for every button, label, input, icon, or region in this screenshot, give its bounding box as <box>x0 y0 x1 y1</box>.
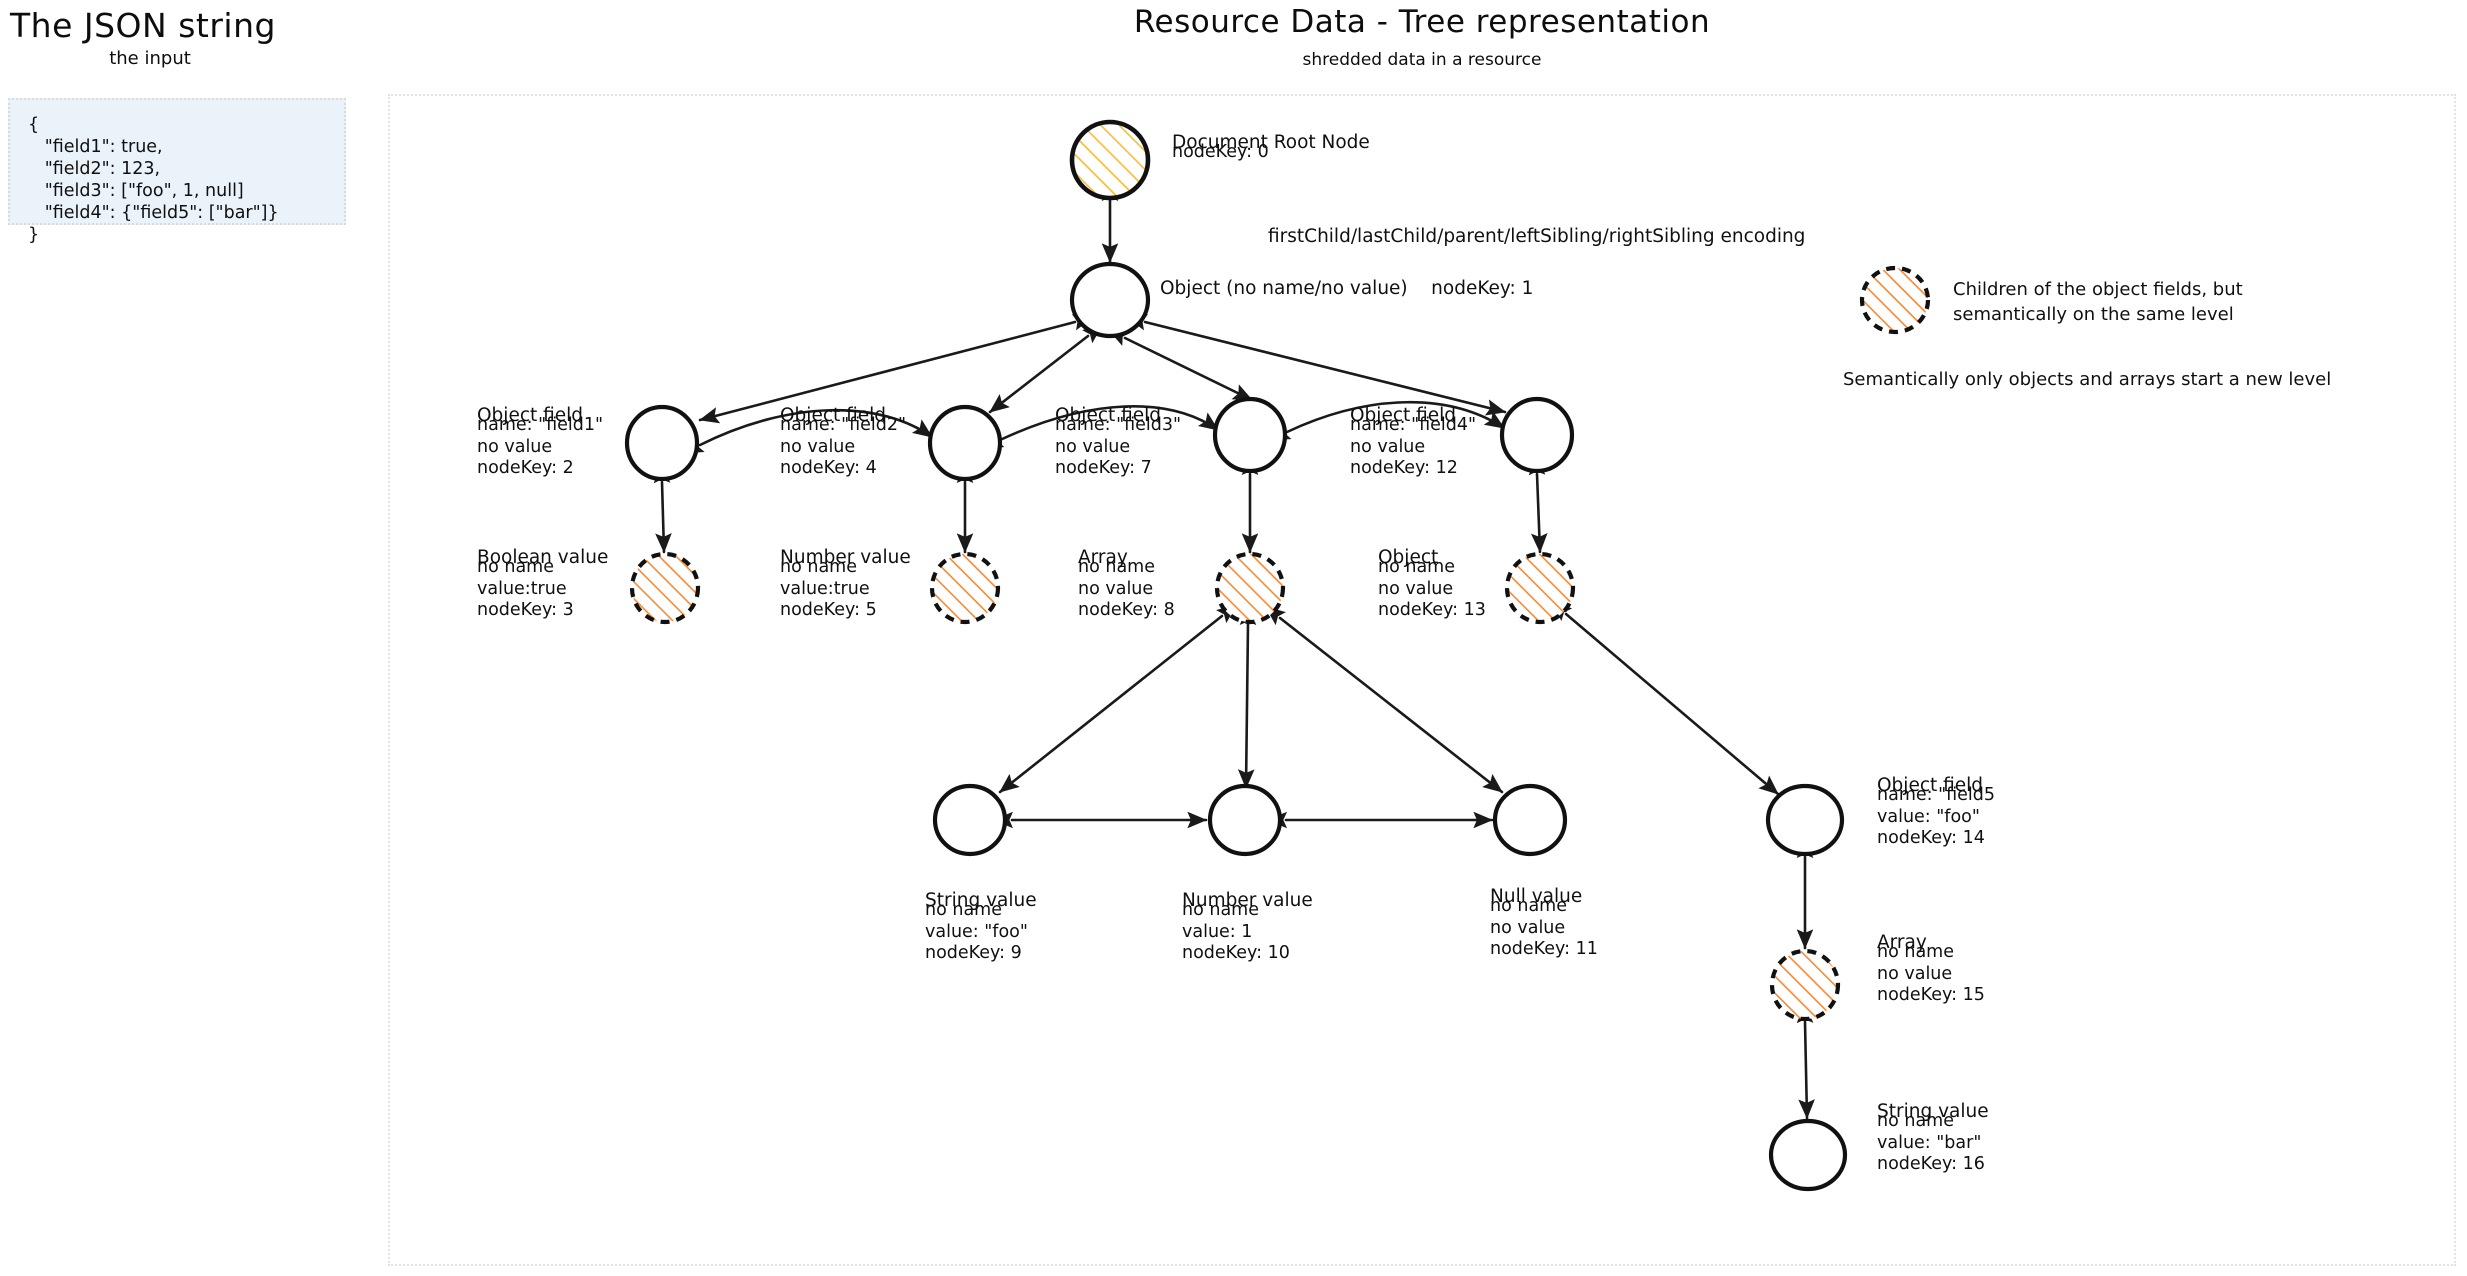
object-node-field4-line-1: no value <box>1378 578 1454 599</box>
number-value-1-node-line-0: no name <box>1182 900 1259 920</box>
object-field-field1-line-2: nodeKey: 2 <box>477 458 574 478</box>
object-field-field1-line-1: no value <box>477 436 553 457</box>
number-value-1-node-heading: Number value <box>1182 890 1313 911</box>
json-code-block: { "field1": true, "field2": 123, "field3… <box>28 115 279 245</box>
object-field-field4-line-2: nodeKey: 12 <box>1350 458 1458 478</box>
document-root-node-line-0: nodeKey: 0 <box>1172 142 1269 162</box>
document-root-node-heading: Document Root Node <box>1172 132 1370 153</box>
object-field-field2-line-2: nodeKey: 4 <box>780 458 877 478</box>
json-subtitle: the input <box>109 48 191 69</box>
object-field-field4-line-0: name: "field4" <box>1350 415 1477 435</box>
array-node-field5-line-2: nodeKey: 15 <box>1877 985 1985 1005</box>
object-node-field4-line-0: no name <box>1378 557 1455 577</box>
object-field-field3-line-1: no value <box>1055 436 1131 457</box>
number-value-node-line-0: no name <box>780 557 857 577</box>
boolean-value-node-line-0: no name <box>477 557 554 577</box>
object-node-field4-line-2: nodeKey: 13 <box>1378 600 1486 620</box>
string-value-foo-node-line-2: nodeKey: 9 <box>925 943 1022 963</box>
number-value-node-line-1: value:true <box>780 578 870 599</box>
object-field-field3-line-2: nodeKey: 7 <box>1055 458 1152 478</box>
number-value-node-line-2: nodeKey: 5 <box>780 600 877 620</box>
number-value-1-node-line-2: nodeKey: 10 <box>1182 943 1290 963</box>
object-field-field1-heading: Object field <box>477 405 584 426</box>
legend-bottom-note: Semantically only objects and arrays sta… <box>1843 369 2332 390</box>
array-node-field5-line-1: no value <box>1877 963 1953 984</box>
null-value-node-heading: Null value <box>1490 886 1583 907</box>
array-node-field3-line-2: nodeKey: 8 <box>1078 600 1175 620</box>
diagram-subtitle: shredded data in a resource <box>1302 50 1542 70</box>
object-field-field5-line-0: name: "field5 <box>1877 785 1996 805</box>
string-value-bar-node-line-0: no name <box>1877 1111 1954 1131</box>
object-field-field5-line-2: nodeKey: 14 <box>1877 828 1985 848</box>
string-value-bar-node-line-2: nodeKey: 16 <box>1877 1154 1985 1174</box>
encoding-note: firstChild/lastChild/parent/leftSibling/… <box>1268 226 1806 247</box>
page-title: The JSON string <box>10 6 276 45</box>
object-field-field2-heading: Object field <box>780 405 887 426</box>
object-field-field4-line-1: no value <box>1350 436 1426 457</box>
legend-hatched-note-line1: Children of the object fields, but <box>1953 279 2243 300</box>
object-field-field5-line-1: value: "foo" <box>1877 806 1980 827</box>
object-field-field4-heading: Object field <box>1350 405 1457 426</box>
array-node-field5-line-0: no name <box>1877 942 1954 962</box>
null-value-node-line-0: no name <box>1490 896 1567 916</box>
boolean-value-node-line-1: value:true <box>477 578 567 599</box>
array-node-field3-line-0: no name <box>1078 557 1155 577</box>
object-root-heading: Object (no name/no value) nodeKey: 1 <box>1160 278 1534 299</box>
array-node-field5-heading: Array <box>1877 932 1927 953</box>
object-field-field3-heading: Object field <box>1055 405 1162 426</box>
string-value-foo-node-line-0: no name <box>925 900 1002 920</box>
object-field-field1-line-0: name: "field1" <box>477 415 604 435</box>
diagram-title: Resource Data - Tree representation <box>1133 4 1711 40</box>
diagram-panel <box>388 94 2456 1266</box>
string-value-foo-node-line-1: value: "foo" <box>925 921 1028 942</box>
boolean-value-node-line-2: nodeKey: 3 <box>477 600 574 620</box>
number-value-1-node-line-1: value: 1 <box>1182 921 1253 942</box>
string-value-bar-node-heading: String value <box>1877 1101 1989 1122</box>
string-value-bar-node-line-1: value: "bar" <box>1877 1132 1982 1153</box>
boolean-value-node-heading: Boolean value <box>477 547 609 568</box>
object-field-field5-heading: Object field <box>1877 775 1984 796</box>
null-value-node-line-2: nodeKey: 11 <box>1490 939 1598 959</box>
number-value-node-heading: Number value <box>780 547 911 568</box>
array-node-field3-line-1: no value <box>1078 578 1154 599</box>
object-field-field2-line-0: name: "field2" <box>780 415 907 435</box>
object-node-field4-heading: Object <box>1378 547 1439 568</box>
null-value-node-line-1: no value <box>1490 917 1566 938</box>
json-input-column: The JSON string the input { "field1": tr… <box>0 0 370 1276</box>
array-node-field3-heading: Array <box>1078 547 1128 568</box>
legend-hatched-note-line2: semantically on the same level <box>1953 304 2234 325</box>
json-input-panel: { "field1": true, "field2": 123, "field3… <box>8 98 346 245</box>
object-field-field2-line-1: no value <box>780 436 856 457</box>
string-value-foo-node-heading: String value <box>925 890 1037 911</box>
object-field-field3-line-0: name: "field3" <box>1055 415 1182 435</box>
